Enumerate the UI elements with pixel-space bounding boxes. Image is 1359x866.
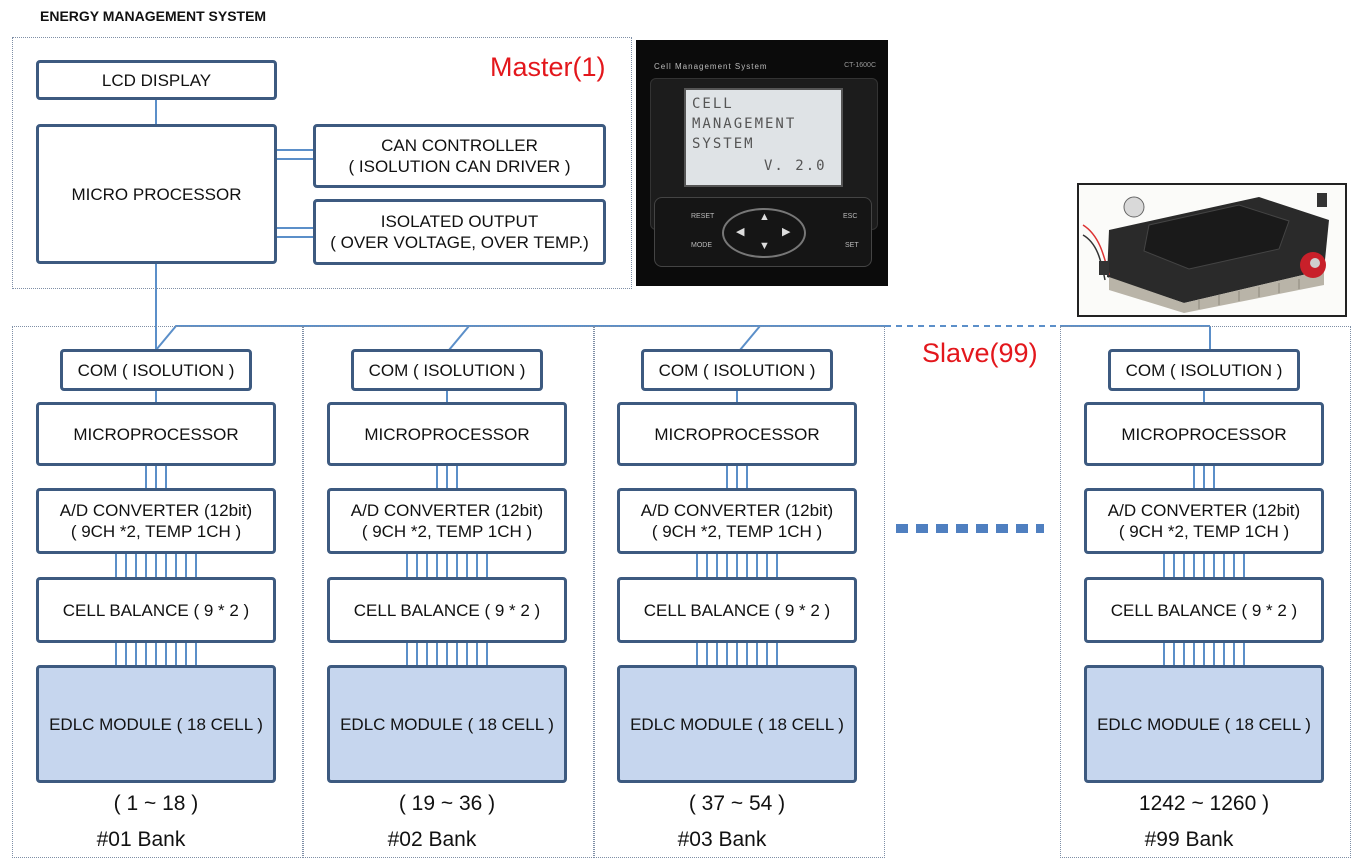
bank-label-1: #01 Bank	[96, 828, 186, 851]
com-box-3: COM ( ISOLUTION )	[641, 349, 833, 391]
lcd-line-1: CELL	[692, 96, 734, 112]
cell-range-2: ( 19 ~ 36 )	[398, 792, 496, 815]
mode-key: MODE	[691, 242, 712, 249]
cell-range-3: ( 37 ~ 54 )	[688, 792, 786, 815]
bank-frame-3	[594, 326, 885, 858]
cell-balance-box-4: CELL BALANCE ( 9 * 2 )	[1084, 577, 1324, 643]
adc-box-4: A/D CONVERTER (12bit) ( 9CH *2, TEMP 1CH…	[1084, 488, 1324, 554]
bank-label-3: #03 Bank	[677, 828, 767, 851]
microprocessor-box-3: MICROPROCESSOR	[617, 402, 857, 466]
set-key: SET	[845, 242, 859, 249]
can-controller-box: CAN CONTROLLER ( ISOLUTION CAN DRIVER )	[313, 124, 606, 188]
bank-frame-2	[303, 326, 594, 858]
dpad-icon: ▲ ▼ ◀ ▶	[722, 208, 806, 258]
device-brand-text: Cell Management System	[654, 62, 768, 71]
bank-frame-1	[12, 326, 303, 858]
microprocessor-box-2: MICROPROCESSOR	[327, 402, 567, 466]
micro-processor-box: MICRO PROCESSOR	[36, 124, 277, 264]
device-model-text: CT-1600C	[844, 62, 876, 69]
adc-box-1: A/D CONVERTER (12bit) ( 9CH *2, TEMP 1CH…	[36, 488, 276, 554]
microprocessor-box-4: MICROPROCESSOR	[1084, 402, 1324, 466]
edlc-module-illustration	[1082, 193, 1329, 313]
cell-balance-box-3: CELL BALANCE ( 9 * 2 )	[617, 577, 857, 643]
device-lcd-screen: CELL MANAGEMENT SYSTEM V. 2.0	[684, 88, 843, 187]
edlc-module-photo	[1077, 183, 1347, 317]
master-frame	[12, 37, 632, 289]
bank-label-4: #99 Bank	[1144, 828, 1234, 851]
master-label: Master(1)	[490, 52, 606, 82]
lcd-line-4: V. 2.0	[764, 158, 827, 174]
cell-balance-box-1: CELL BALANCE ( 9 * 2 )	[36, 577, 276, 643]
isolated-output-box: ISOLATED OUTPUT ( OVER VOLTAGE, OVER TEM…	[313, 199, 606, 265]
lcd-line-2: MANAGEMENT	[692, 116, 797, 132]
edlc-module-box-4: EDLC MODULE ( 18 CELL )	[1084, 665, 1324, 783]
bank-frame-99	[1060, 326, 1351, 858]
lcd-line-3: SYSTEM	[692, 136, 755, 152]
adc-box-2: A/D CONVERTER (12bit) ( 9CH *2, TEMP 1CH…	[327, 488, 567, 554]
slave-label: Slave(99)	[922, 338, 1038, 368]
bank-label-2: #02 Bank	[387, 828, 477, 851]
cell-balance-box-2: CELL BALANCE ( 9 * 2 )	[327, 577, 567, 643]
com-box-1: COM ( ISOLUTION )	[60, 349, 252, 391]
edlc-module-box-2: EDLC MODULE ( 18 CELL )	[327, 665, 567, 783]
microprocessor-box-1: MICROPROCESSOR	[36, 402, 276, 466]
cell-range-4: 1242 ~ 1260 )	[1138, 792, 1270, 815]
edlc-module-box-3: EDLC MODULE ( 18 CELL )	[617, 665, 857, 783]
edlc-module-box-1: EDLC MODULE ( 18 CELL )	[36, 665, 276, 783]
cms-device-photo: Cell Management System CT-1600C CELL MAN…	[636, 40, 888, 286]
cell-range-1: ( 1 ~ 18 )	[113, 792, 199, 815]
page-title: ENERGY MANAGEMENT SYSTEM	[40, 8, 267, 24]
esc-key: ESC	[843, 213, 858, 220]
com-box-4: COM ( ISOLUTION )	[1108, 349, 1300, 391]
lcd-display-box: LCD DISPLAY	[36, 60, 277, 100]
reset-key: RESET	[691, 213, 715, 220]
adc-box-3: A/D CONVERTER (12bit) ( 9CH *2, TEMP 1CH…	[617, 488, 857, 554]
com-box-2: COM ( ISOLUTION )	[351, 349, 543, 391]
